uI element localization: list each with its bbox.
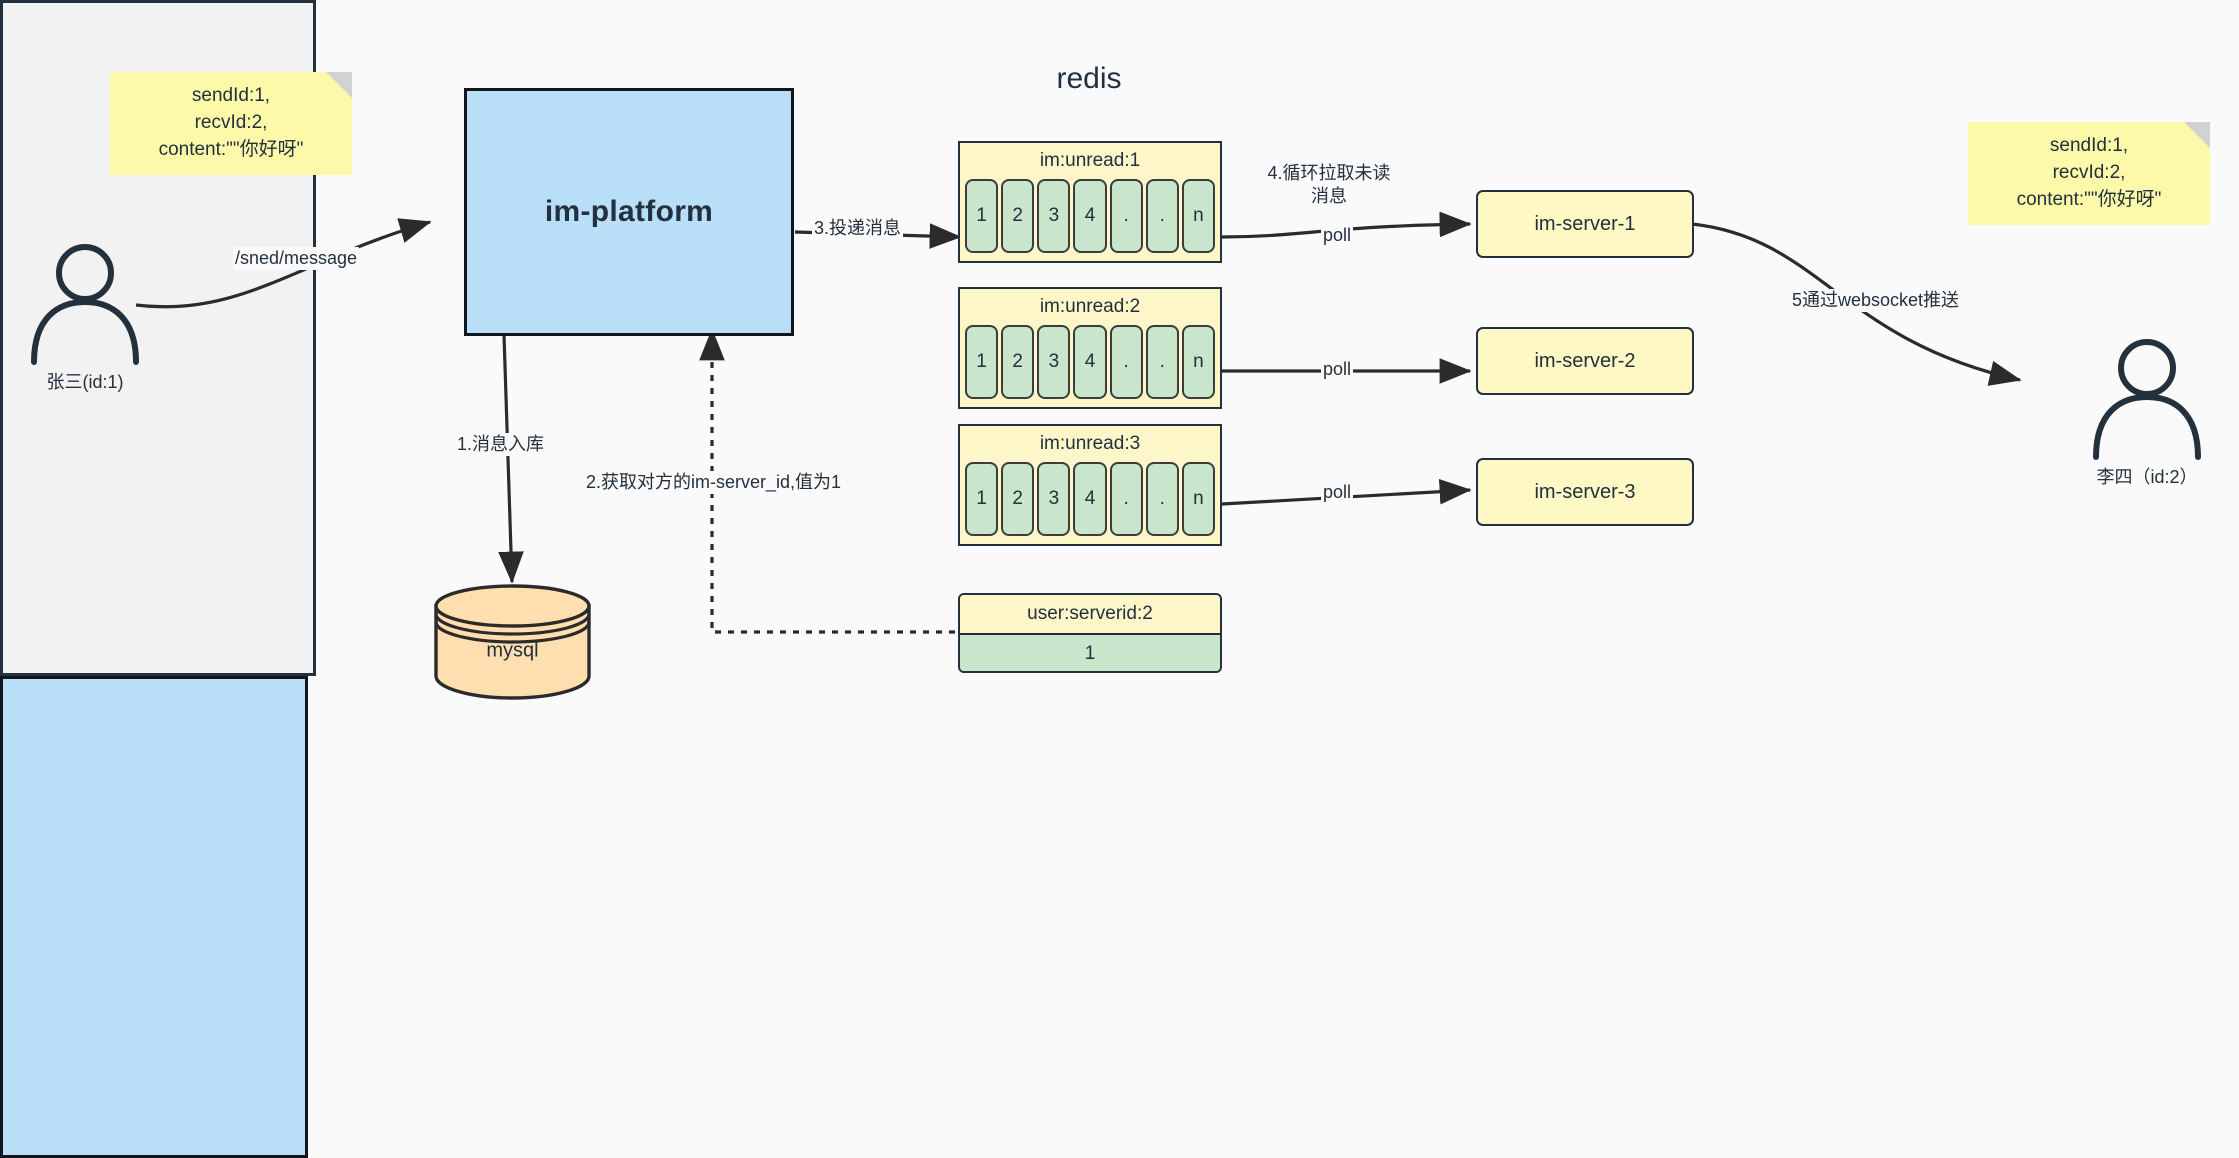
note-right: sendId:1, recvId:2, content:""你好呀" [1968,122,2210,225]
edge-label-step3: 3.投递消息 [812,217,904,240]
im-server-3-label: im-server-3 [1534,480,1636,503]
redis-cell: 1 [965,462,999,536]
redis-cell: . [1145,462,1179,536]
im-server-1-label: im-server-1 [1534,212,1636,235]
mysql-database[interactable]: mysql [430,580,595,702]
edge-label-poll-2: poll [1321,358,1354,381]
edge-label-step5: 5通过websocket推送 [1790,289,1962,312]
person-icon [31,244,139,365]
edge-label-send-message: /sned/message [233,247,360,270]
redis-list-key: im:unread:3 [1039,433,1141,454]
redis-list-im-unread-2[interactable]: im:unread:2 1 2 3 4 . . n [958,287,1222,409]
redis-list-key: im:unread:2 [1039,296,1141,317]
redis-cell: 3 [1037,325,1071,399]
im-platform-box[interactable]: im-platform [464,88,794,336]
actor-receiver: 李四（id:2） [2082,335,2212,487]
redis-cell: 3 [1037,462,1071,536]
redis-cell: 1 [965,179,999,253]
note-fold-icon [2184,122,2210,148]
redis-list-cells: 1 2 3 4 . . n [960,179,1220,256]
edge-label-step1: 1.消息入库 [455,433,547,456]
redis-cell: n [1181,462,1215,536]
edge-message-to-db [498,334,524,584]
note-left-text: sendId:1, recvId:2, content:""你好呀" [158,85,304,160]
im-server-2-label: im-server-2 [1534,349,1636,372]
redis-kv-user-serverid[interactable]: user:serverid:2 1 [958,593,1222,673]
edge-label-poll-3: poll [1321,481,1354,504]
redis-cell: . [1109,325,1143,399]
im-platform-label: im-platform [544,195,714,228]
redis-kv-value: 1 [960,633,1220,671]
im-server-1-box[interactable]: im-server-1 [1476,190,1694,258]
actor-sender: 张三(id:1) [20,240,150,392]
redis-cell: 2 [1001,462,1035,536]
note-fold-icon [326,72,352,98]
redis-title: redis [1056,62,1122,95]
person-icon [2093,339,2201,460]
redis-cell: . [1145,325,1179,399]
redis-list-im-unread-3[interactable]: im:unread:3 1 2 3 4 . . n [958,424,1222,546]
redis-cell: n [1181,179,1215,253]
actor-receiver-label: 李四（id:2） [2096,467,2198,487]
redis-cell: 4 [1073,179,1107,253]
redis-cell: 2 [1001,325,1035,399]
im-server-cluster [0,676,308,1158]
actor-sender-label: 张三(id:1) [46,372,124,392]
note-left: sendId:1, recvId:2, content:""你好呀" [110,72,352,175]
edge-label-poll-1: poll [1321,224,1354,247]
redis-cell: 3 [1037,179,1071,253]
redis-list-cells: 1 2 3 4 . . n [960,462,1220,539]
redis-cell: . [1145,179,1179,253]
edge-label-step4: 4.循环拉取未读消息 [1257,162,1401,207]
redis-list-key: im:unread:1 [1039,150,1141,171]
redis-cell: . [1109,179,1143,253]
redis-list-cells: 1 2 3 4 . . n [960,325,1220,402]
redis-kv-key: user:serverid:2 [960,595,1220,633]
im-server-2-box[interactable]: im-server-2 [1476,327,1694,395]
redis-cell: 4 [1073,325,1107,399]
redis-cell: 1 [965,325,999,399]
redis-cell: 2 [1001,179,1035,253]
database-cylinder-icon [434,584,591,700]
redis-cell: 4 [1073,462,1107,536]
im-server-3-box[interactable]: im-server-3 [1476,458,1694,526]
redis-cell: n [1181,325,1215,399]
redis-cell: . [1109,462,1143,536]
edge-label-step2: 2.获取对方的im-server_id,值为1 [584,471,844,494]
note-right-text: sendId:1, recvId:2, content:""你好呀" [2016,135,2162,210]
mysql-label: mysql [486,639,539,662]
redis-list-im-unread-1[interactable]: im:unread:1 1 2 3 4 . . n [958,141,1222,263]
